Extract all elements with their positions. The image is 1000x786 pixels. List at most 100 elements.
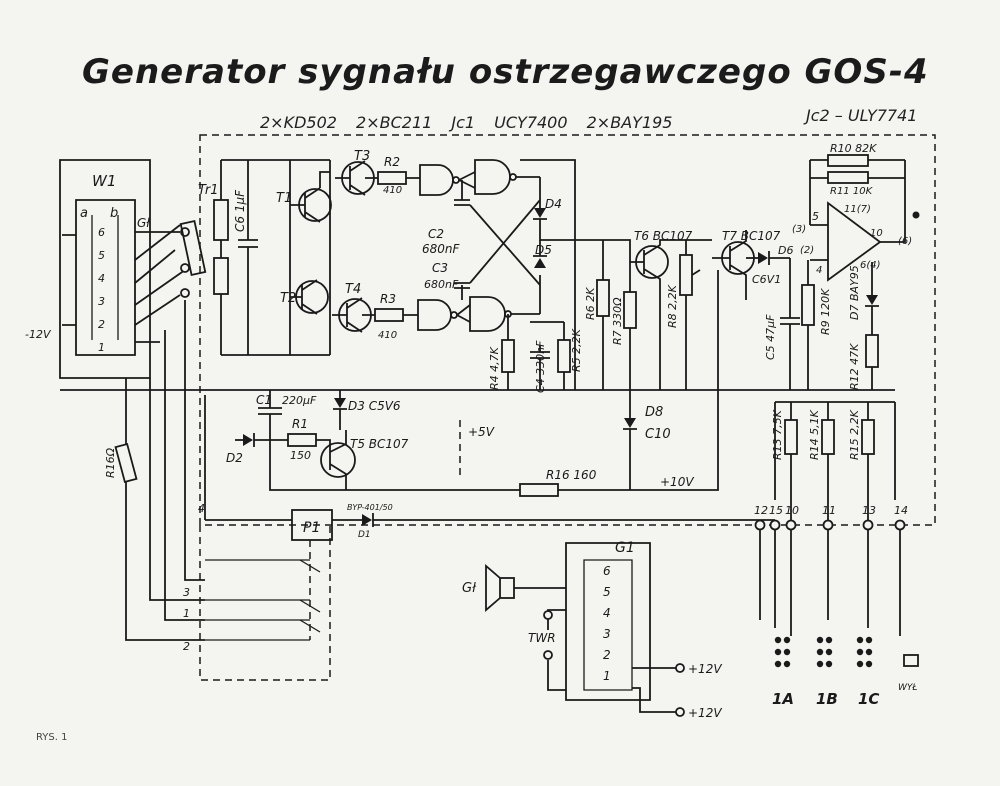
switch-contact: [783, 636, 791, 644]
transistor-t2: [290, 279, 329, 315]
opamp-pin11: 11(7): [844, 204, 871, 215]
terminal-15: [769, 519, 781, 531]
switch-1a-label: 1A: [772, 690, 794, 708]
switch-contact: [774, 648, 782, 656]
switch-1b-label: 1B: [816, 690, 838, 708]
r6b-label: R16Ω: [104, 447, 117, 478]
switch-contact: [816, 660, 824, 668]
resistor-r3: [374, 308, 404, 322]
switch-contact: [774, 636, 782, 644]
pin-b-label: b: [110, 206, 118, 221]
c1-label: C1: [256, 393, 272, 407]
gt-speaker-label: Gł: [462, 581, 477, 596]
c1-value: 220µF: [282, 394, 317, 407]
terminal-12: [754, 519, 766, 531]
switch-contact: [783, 660, 791, 668]
d7-label: D7 BAY95: [848, 265, 861, 320]
tr1-label: Tr1: [198, 183, 219, 198]
w1-label: W1: [92, 172, 116, 190]
nand-gate-2: [474, 159, 517, 195]
terminal-13-label: 13: [862, 504, 876, 517]
terminal-14-label: 14: [894, 504, 908, 517]
plus12v-a-label: +12V: [688, 662, 722, 676]
switch-contact: [856, 648, 864, 656]
t3-label: T3: [354, 149, 370, 164]
d3-label: D3 C5V6: [348, 399, 401, 413]
opamp-pin5: 5: [812, 210, 819, 223]
w1-pin-3: 3: [98, 295, 105, 308]
switch-contact: [865, 660, 873, 668]
terminal-13: [862, 519, 874, 531]
opamp-pin10: 10: [870, 228, 883, 239]
r11-label: R11 10K: [830, 186, 874, 197]
diode-d5: [533, 240, 547, 314]
c3-label: C3: [432, 261, 448, 275]
d1-label: D1: [358, 530, 371, 540]
resistor-r6: [596, 279, 610, 317]
w1-pin-1: 1: [98, 341, 105, 354]
t7-label: T7 BC107: [722, 229, 781, 243]
nand-gate-4: [469, 296, 512, 332]
w1-pin-4: 4: [98, 272, 105, 285]
g1-pin-5: 5: [603, 585, 611, 599]
switch-contact: [856, 636, 864, 644]
r1-value: 150: [290, 449, 311, 462]
resistor-r9: [801, 284, 815, 326]
resistor-r14: [821, 419, 835, 455]
plus12v-b-label: +12V: [688, 706, 722, 720]
t1-label: T1: [276, 191, 292, 206]
transistor-t1: [290, 187, 332, 223]
r15-label: R15 2,2K: [848, 409, 861, 460]
terminal-14: [894, 519, 906, 531]
resistor-r16: [519, 483, 559, 497]
w1-pin-6: 6: [98, 226, 105, 239]
t6-label: T6 BC107: [634, 229, 693, 243]
plus5v-label: +5V: [468, 425, 495, 439]
r1-label: R1: [292, 417, 308, 431]
resistor-r6b: [114, 442, 138, 484]
terminal-11: [822, 519, 834, 531]
resistor-r13: [784, 419, 798, 455]
switch-contact: [865, 648, 873, 656]
c6v1-label: C6V1: [752, 273, 781, 286]
node1-label: 1: [183, 607, 190, 620]
resistor-r7: [623, 291, 637, 329]
resistor-r15: [861, 419, 875, 455]
switch-contact: [865, 636, 873, 644]
switch-contact: [774, 660, 782, 668]
switch-1c-label: 1C: [858, 690, 879, 708]
d2-label: D2: [226, 451, 243, 465]
opamp-pin4: 4: [816, 265, 822, 276]
r3-value: 410: [378, 330, 397, 341]
r13-label: R13 7,5K: [771, 409, 784, 460]
r4-label: R4 4,7K: [488, 346, 501, 390]
resistor-r10: [827, 154, 869, 167]
loudspeaker-icon: [485, 564, 566, 612]
terminal-10-label: 10: [785, 504, 799, 517]
t5-label: T5 BC107: [350, 437, 409, 451]
potentiometer-r8: [679, 254, 693, 296]
opamp-pin6-4: 6(4): [860, 260, 881, 271]
opamp-pin2: (2): [800, 245, 814, 256]
resistor-r11: [827, 171, 869, 184]
connector-g1: [565, 542, 651, 701]
r6-label: R6 2K: [584, 287, 597, 320]
r5-label: R5 2,2K: [570, 328, 583, 372]
resistor-r1: [287, 433, 317, 447]
byp-label: BYP-401/50: [347, 503, 393, 512]
g1-pin-6: 6: [603, 564, 611, 578]
c5-label: C5 47µF: [764, 314, 777, 360]
r7-label: R7 330Ω: [611, 297, 624, 345]
c2-label: C2: [428, 227, 444, 241]
opamp-pin3: (3): [792, 224, 806, 235]
resistor-r2: [377, 171, 407, 185]
twr-label: TWR: [528, 631, 556, 645]
switch-off: [903, 654, 919, 667]
opamp-ic2: [810, 160, 906, 282]
component-list: 2×KD502 2×BC211 Jc1 UCY7400 2×BAY195: [260, 113, 673, 132]
figure-number: RYS. 1: [36, 732, 68, 743]
r2-value: 410: [383, 185, 402, 196]
transistor-t5: [316, 430, 356, 490]
